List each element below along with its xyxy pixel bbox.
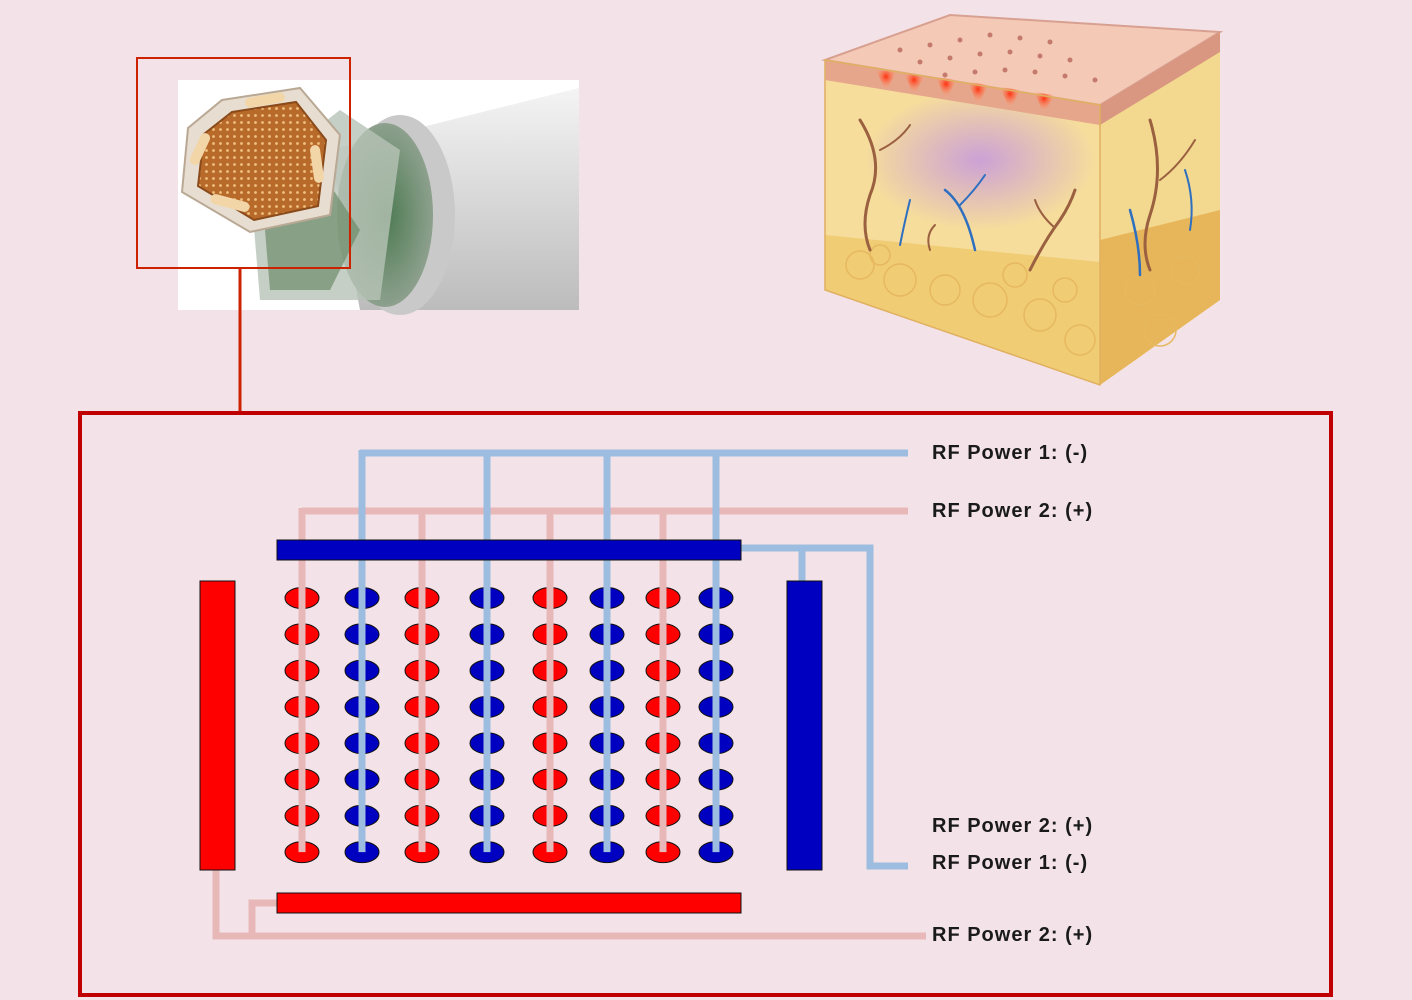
handpiece-image bbox=[178, 80, 579, 315]
right-bar-wire bbox=[740, 544, 908, 870]
skin-cross-section-image bbox=[821, 13, 1224, 387]
tip-highlight-box bbox=[136, 57, 351, 269]
label-rf-power-2-middle: RF Power 2: (+) bbox=[932, 815, 1093, 837]
left-bar-wire bbox=[212, 868, 926, 940]
label-rf-power-1-top: RF Power 1: (-) bbox=[932, 442, 1088, 464]
bottom-bar-wire bbox=[248, 899, 278, 936]
label-rf-power-1-middle: RF Power 1: (-) bbox=[932, 852, 1088, 874]
right-negative-bar-electrode bbox=[786, 580, 823, 871]
diagram-frame bbox=[78, 411, 1333, 997]
wiring-overlay-layer bbox=[212, 450, 926, 940]
label-rf-power-2-bottom: RF Power 2: (+) bbox=[932, 924, 1093, 946]
bar-electrodes bbox=[199, 539, 823, 914]
left-positive-bar-electrode bbox=[199, 580, 236, 871]
label-rf-power-2-top: RF Power 2: (+) bbox=[932, 500, 1093, 522]
electrode-grid bbox=[284, 587, 734, 864]
bottom-positive-bar-electrode bbox=[276, 892, 742, 914]
top-negative-bar-electrode bbox=[276, 539, 742, 561]
